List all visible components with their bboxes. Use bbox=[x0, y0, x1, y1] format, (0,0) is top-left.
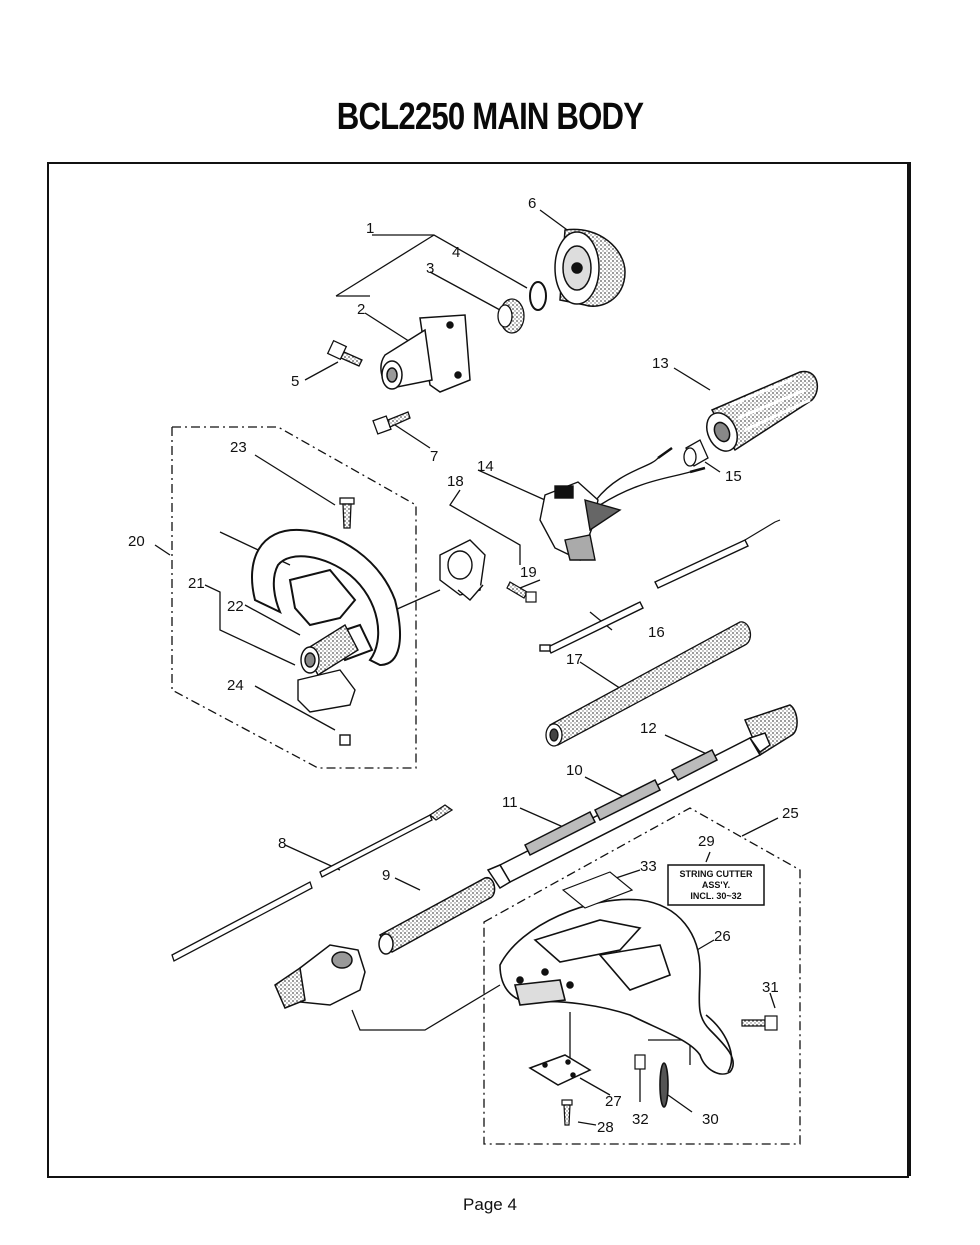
group-outline-handle bbox=[171, 426, 417, 769]
gear-head-part bbox=[274, 944, 366, 1009]
part-label-33: 33 bbox=[640, 858, 657, 875]
bearing-part bbox=[497, 298, 525, 334]
snap-ring-part bbox=[529, 281, 547, 311]
warning-label-part bbox=[561, 871, 634, 909]
part-label-29: 29 bbox=[698, 833, 715, 850]
page-number: Page 4 bbox=[463, 1195, 517, 1214]
part-label-6: 6 bbox=[528, 195, 536, 212]
part-label-15: 15 bbox=[725, 468, 742, 485]
plate-screw-part bbox=[561, 1099, 573, 1126]
part-label-17: 17 bbox=[566, 651, 583, 668]
part-label-22: 22 bbox=[227, 598, 244, 615]
page-title: BCL2250 MAIN BODY bbox=[336, 96, 644, 138]
throttle-grip-part bbox=[706, 370, 819, 452]
drive-cable-part bbox=[539, 519, 781, 654]
string-cutter-callout: STRING CUTTER ASS'Y. INCL. 30~32 bbox=[667, 864, 765, 906]
callout-line-1: STRING CUTTER bbox=[680, 869, 753, 879]
outer-tube-part bbox=[486, 704, 798, 890]
part-labels: 1 2 3 4 5 6 7 8 9 10 11 12 13 14 15 16 1… bbox=[128, 195, 799, 1136]
collar-part bbox=[683, 439, 709, 467]
clutch-housing-part bbox=[380, 314, 471, 393]
part-label-3: 3 bbox=[426, 260, 434, 277]
callout-line-3: INCL. 30~32 bbox=[690, 891, 741, 901]
part-label-32: 32 bbox=[632, 1111, 649, 1128]
group-outline-string-cutter bbox=[483, 807, 801, 1145]
bolt-19-part bbox=[506, 581, 537, 603]
bolt-7-part bbox=[372, 411, 411, 435]
part-label-30: 30 bbox=[702, 1111, 719, 1128]
part-label-1: 1 bbox=[366, 220, 374, 237]
cutter-nut-part bbox=[634, 1054, 646, 1070]
part-label-13: 13 bbox=[652, 355, 669, 372]
diagram-frame bbox=[47, 162, 911, 1178]
part-label-9: 9 bbox=[382, 867, 390, 884]
part-label-26: 26 bbox=[714, 928, 731, 945]
part-label-23: 23 bbox=[230, 439, 247, 456]
part-label-8: 8 bbox=[278, 835, 286, 852]
handle-screw-part bbox=[339, 497, 355, 529]
part-label-31: 31 bbox=[762, 979, 779, 996]
part-label-16: 16 bbox=[648, 624, 665, 641]
clutch-drum-part bbox=[554, 228, 626, 307]
debris-guard-part bbox=[499, 898, 734, 1075]
part-label-27: 27 bbox=[605, 1093, 622, 1110]
part-label-14: 14 bbox=[477, 458, 494, 475]
part-label-20: 20 bbox=[128, 533, 145, 550]
part-label-11: 11 bbox=[502, 794, 518, 811]
part-label-2: 2 bbox=[357, 301, 365, 318]
guard-screw-part bbox=[741, 1015, 778, 1031]
mount-plate-part bbox=[528, 1054, 592, 1086]
cutter-blade-part bbox=[659, 1062, 669, 1108]
part-label-24: 24 bbox=[227, 677, 244, 694]
lower-tube-part bbox=[378, 877, 496, 955]
spring-liner-part bbox=[545, 621, 752, 747]
part-label-4: 4 bbox=[452, 244, 460, 261]
part-label-21: 21 bbox=[188, 575, 205, 592]
part-label-28: 28 bbox=[597, 1119, 614, 1136]
part-label-18: 18 bbox=[447, 473, 464, 490]
handle-lower-clamp-part bbox=[297, 669, 356, 746]
drive-shaft-part bbox=[171, 804, 454, 962]
callout-line-2: ASS'Y. bbox=[702, 880, 730, 890]
part-label-5: 5 bbox=[291, 373, 299, 390]
part-label-12: 12 bbox=[640, 720, 657, 737]
handle-clamp-part bbox=[439, 539, 486, 601]
part-label-19: 19 bbox=[520, 564, 537, 581]
part-label-10: 10 bbox=[566, 762, 583, 779]
part-label-25: 25 bbox=[782, 805, 799, 822]
handle-grip-part bbox=[300, 624, 359, 676]
part-label-7: 7 bbox=[430, 448, 438, 465]
bolt-5-part bbox=[326, 339, 363, 367]
throttle-housing-part bbox=[539, 446, 706, 561]
